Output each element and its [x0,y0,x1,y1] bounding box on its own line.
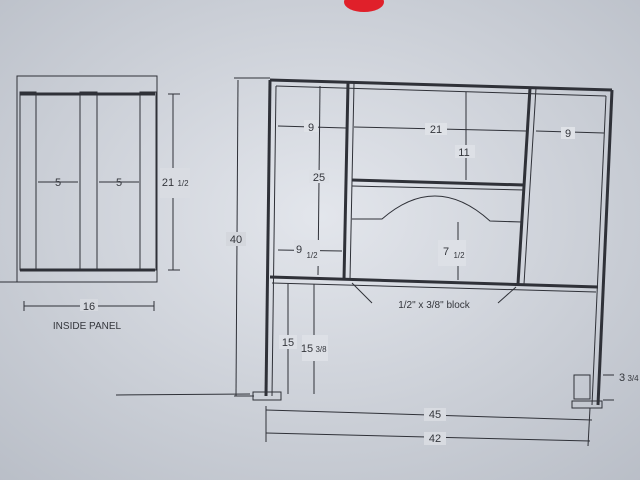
mid-height-label: 25 [313,172,325,184]
panel-right-stile [139,91,157,271]
floor-line [115,393,251,396]
overall-height-label-bg [226,232,246,246]
left-bay-label-bg [304,120,318,132]
mid-height-label-bg [309,170,329,183]
panel-outline [16,75,158,283]
dim-base-ext-right [587,407,591,447]
frame-right-leg-outer [596,89,614,406]
panel-center-stile [79,91,98,271]
block-leader-right [497,286,517,304]
center-bay-label: 21 [430,124,442,136]
frame-left-leg-inner [271,85,277,397]
frame-right-foot-post [573,374,591,400]
block-leader-left [351,282,373,304]
panel-left-stile [19,91,37,271]
top-opening-label: 11 [458,147,469,159]
red-pin-icon [344,0,384,12]
frame-top-rail-outer [269,78,613,92]
gap-left-label: 5 [55,177,61,189]
leg-height-label: 15 [282,337,294,349]
leg-height-2-label-bg [302,335,328,361]
leg-height-2-whole: 15 [301,343,313,355]
left-lower-label-bg [294,240,320,266]
frame-arch [352,195,523,223]
base-outer-label-bg [424,408,446,421]
frame-mid-rail-inner [351,185,525,191]
center-bay-label-bg [425,123,447,135]
frame-right-upright-inner [523,87,537,285]
right-bay-label-bg [561,127,575,139]
leg-height-2-frac: 3/8 [315,345,327,354]
frame-right-upright [516,87,532,285]
frame-right-foot [571,400,603,409]
block-note: 1/2" x 3/8" block [398,300,471,311]
left-lower-frac: 1/2 [306,251,318,260]
panel-height-whole: 21 [162,177,174,189]
panel-width-label: 16 [83,301,95,313]
left-bay-label: 9 [308,122,314,134]
inside-panel: 5 5 21 1/2 16 INSIDE PANEL [0,75,190,332]
left-lower-whole: 9 [296,244,302,256]
frame-top-rail-inner [275,85,607,97]
base-inner-label: 42 [429,433,441,445]
panel-height-frac: 1/2 [177,179,189,188]
foot-frac: 3/4 [627,374,639,383]
leg-height-label-bg [279,335,297,349]
foot-whole: 3 [619,372,625,384]
center-lower-label-bg [438,240,466,266]
frame-right-leg-inner [591,95,607,406]
panel-width-label-bg [80,299,98,311]
top-opening-label-bg [455,145,475,158]
front-frame: 40 9 21 9 11 25 9 1/2 7 1/2 1/2" x 3/8" … [115,77,639,447]
frame-mid-rail [351,178,525,187]
gap-right-label: 5 [116,177,122,189]
center-lower-frac: 1/2 [453,251,465,260]
right-bay-label: 9 [565,128,571,140]
panel-height-label-bg [160,168,190,198]
base-outer-label: 45 [429,409,441,421]
overall-height-label: 40 [230,234,242,246]
frame-lower-rail [269,275,599,289]
frame-left-leg-outer [264,79,272,397]
frame-lower-rail-inner [271,282,597,293]
panel-caption: INSIDE PANEL [53,321,122,332]
base-inner-label-bg [424,432,446,445]
frame-left-upright [342,82,350,281]
center-lower-whole: 7 [443,246,449,258]
